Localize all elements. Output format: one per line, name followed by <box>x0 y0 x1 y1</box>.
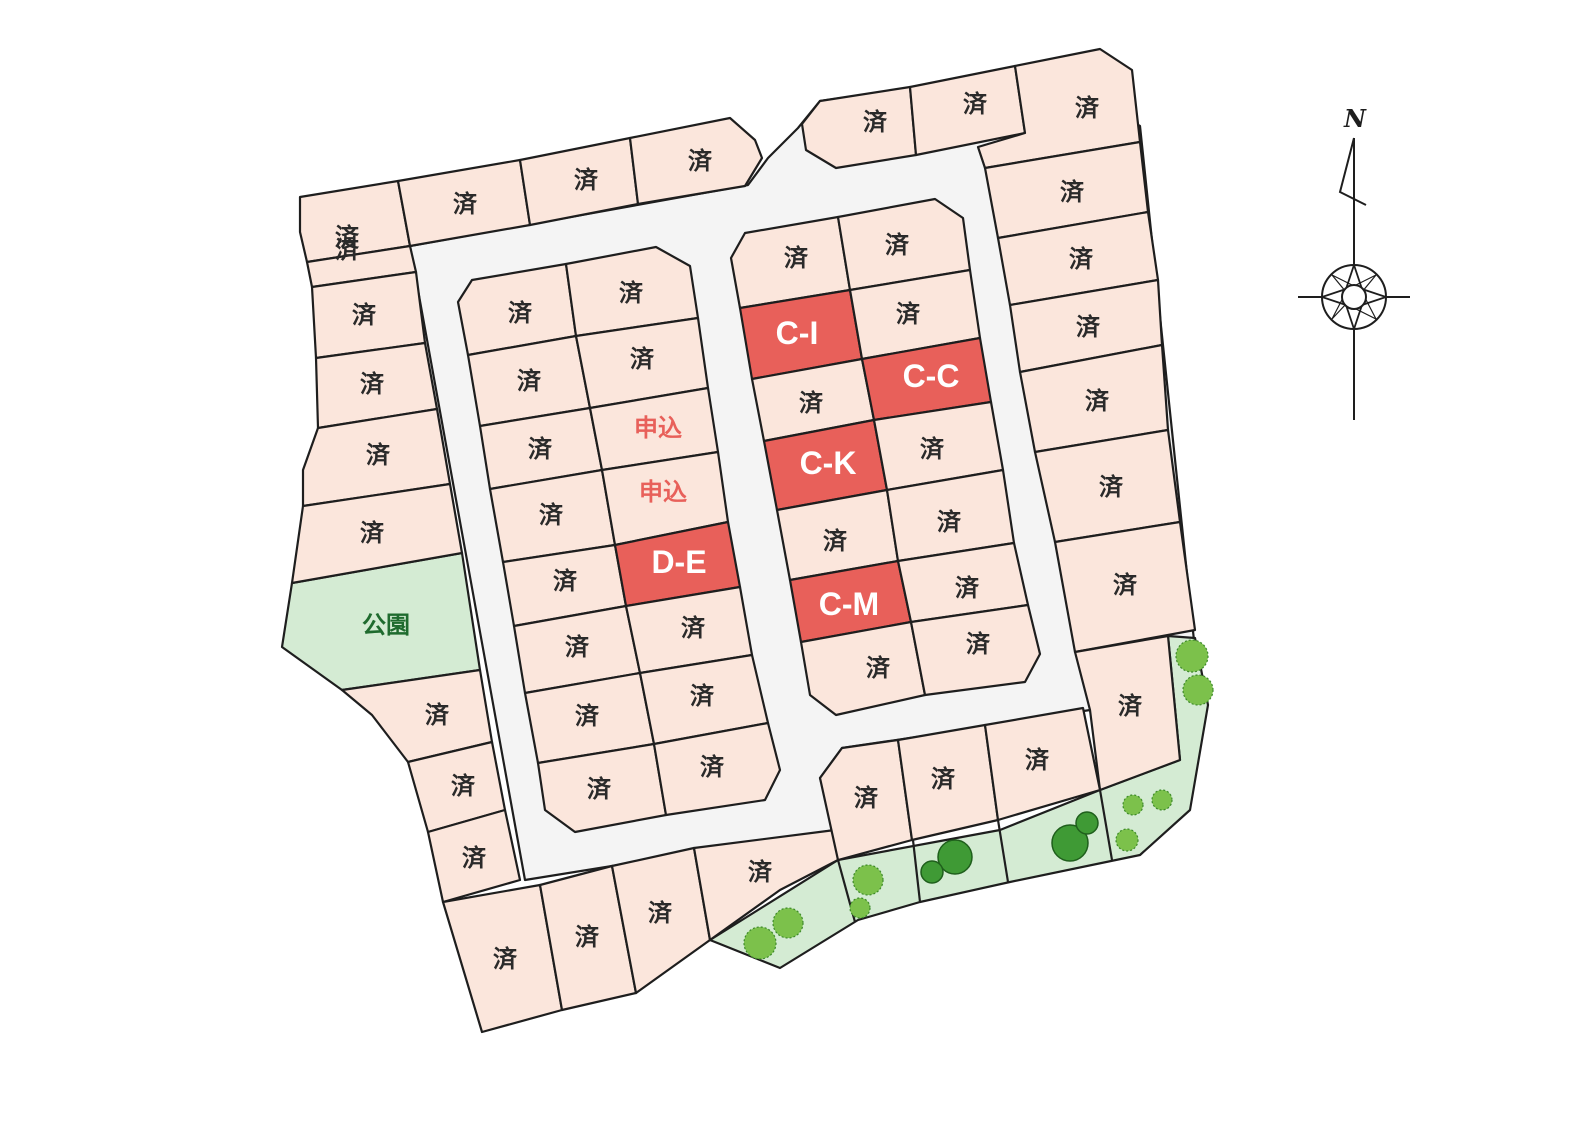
tree-icon <box>1182 674 1214 706</box>
sold-lot-label: 済 <box>453 190 478 218</box>
park-divider <box>996 819 1010 883</box>
sold-lot-label: 済 <box>335 223 360 251</box>
tree-icon <box>920 860 944 884</box>
sold-lot-label: 済 <box>575 923 600 951</box>
sold-lot-label: 済 <box>885 231 910 259</box>
sold-lot-label: 済 <box>1069 245 1094 273</box>
sold-lot-label: 済 <box>690 682 715 710</box>
sold-lot-label: 済 <box>937 508 962 536</box>
sold-lot-label: 済 <box>1085 387 1110 415</box>
tree-icon <box>1115 828 1139 852</box>
available-lot-label: C-K <box>800 445 857 481</box>
park-label: 公園 <box>362 611 410 639</box>
sold-lot[interactable] <box>290 482 464 585</box>
sold-lot-label: 済 <box>1076 313 1101 341</box>
tree-icon <box>1122 794 1144 816</box>
applied-lot-label: 申込 <box>639 478 687 506</box>
sold-lot-label: 済 <box>451 772 476 800</box>
tree-icon <box>1151 789 1173 811</box>
sold-lot[interactable] <box>564 245 700 338</box>
sold-lot-label: 済 <box>648 899 673 927</box>
sold-lot[interactable] <box>909 603 1042 697</box>
sold-lot[interactable] <box>799 620 927 717</box>
north-label: N <box>1343 104 1367 133</box>
sold-lot-label: 済 <box>823 527 848 555</box>
tree-icon <box>937 839 973 875</box>
green-belt <box>708 634 1210 970</box>
sold-lot-label: 済 <box>517 367 542 395</box>
tree-icon <box>1075 811 1099 835</box>
sold-lot[interactable] <box>692 828 840 942</box>
available-lot-label: C-I <box>776 315 819 351</box>
north-arrow-icon: N <box>1298 104 1410 420</box>
sold-lot-label: 済 <box>1099 473 1124 501</box>
sold-lot-label: 済 <box>366 441 391 469</box>
sold-lot-label: 済 <box>630 345 655 373</box>
sold-lot-label: 済 <box>955 574 980 602</box>
sold-lot[interactable] <box>836 197 972 292</box>
sold-lot-label: 済 <box>360 370 385 398</box>
sold-lot-label: 済 <box>565 633 590 661</box>
sold-lot-label: 済 <box>462 844 487 872</box>
sold-lot-label: 済 <box>1075 94 1100 122</box>
sold-lot-label: 済 <box>681 614 706 642</box>
tree-icon <box>743 926 777 960</box>
sold-lot-label: 済 <box>539 501 564 529</box>
sold-lot-label: 済 <box>748 858 773 886</box>
tree-icon <box>1175 639 1209 673</box>
sold-lot-label: 済 <box>508 299 533 327</box>
sold-lot[interactable] <box>628 116 764 206</box>
sold-lot[interactable] <box>426 808 522 904</box>
tree-icon <box>772 907 804 939</box>
sold-lot-label: 済 <box>1060 178 1085 206</box>
sold-lot-label: 済 <box>966 630 991 658</box>
sold-lot-label: 済 <box>425 701 450 729</box>
available-lot-label: D-E <box>651 544 706 580</box>
park-divider <box>911 839 922 903</box>
sold-lot-label: 済 <box>360 519 385 547</box>
sold-lot-label: 済 <box>587 775 612 803</box>
sold-lot[interactable] <box>818 738 914 862</box>
sold-lot-label: 済 <box>784 244 809 272</box>
park-divider <box>1098 789 1114 861</box>
sold-lot[interactable] <box>800 85 918 170</box>
sold-lot-label: 済 <box>799 389 824 417</box>
sold-lot-label: 済 <box>688 147 713 175</box>
sold-lot-label: 済 <box>920 435 945 463</box>
sold-lot-label: 済 <box>863 108 888 136</box>
sold-lot-label: 済 <box>528 435 553 463</box>
sold-lot-label: 済 <box>963 90 988 118</box>
sold-lot-label: 済 <box>619 279 644 307</box>
sold-lot-label: 済 <box>866 654 891 682</box>
sold-lot-label: 済 <box>574 166 599 194</box>
sold-lot-label: 済 <box>931 765 956 793</box>
sold-lot-label: 済 <box>575 702 600 730</box>
sold-lot-label: 済 <box>896 300 921 328</box>
sold-lot-label: 済 <box>700 753 725 781</box>
sold-lot-label: 済 <box>854 784 879 812</box>
sold-lot[interactable] <box>652 721 782 817</box>
sold-lot[interactable] <box>1073 634 1182 792</box>
sold-lot-label: 済 <box>1025 746 1050 774</box>
sold-lot-label: 済 <box>1113 571 1138 599</box>
applied-lot-label: 申込 <box>634 414 682 442</box>
available-lot-label: C-M <box>819 586 879 622</box>
tree-icon <box>852 864 884 896</box>
tree-icon <box>1051 824 1089 862</box>
sold-lot-label: 済 <box>335 236 360 264</box>
sold-lot-label: 済 <box>493 945 518 973</box>
sold-lot[interactable] <box>536 742 668 834</box>
available-lot-label: C-C <box>903 358 960 394</box>
sold-lot-label: 済 <box>1118 692 1143 720</box>
sold-lot[interactable] <box>983 706 1102 822</box>
sold-lot[interactable] <box>1053 520 1197 654</box>
tree-icon <box>849 897 871 919</box>
sold-lot-label: 済 <box>352 301 377 329</box>
sold-lot-label: 済 <box>553 567 578 595</box>
